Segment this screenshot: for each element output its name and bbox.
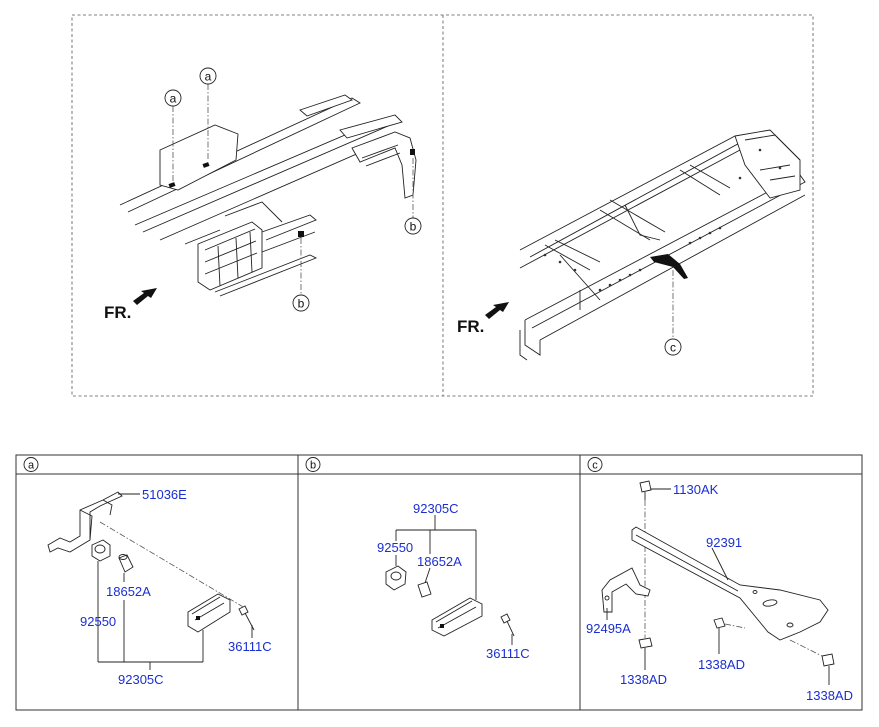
panel-a-illustration [47,491,255,670]
right-frame-illustration [519,129,806,361]
bulb-18652A [118,554,134,573]
panel-a-letter: a [28,460,35,472]
panel-c-letter: c [592,460,598,472]
callout-b-1 [404,217,422,235]
label-92305C: 92305C [118,672,164,687]
label-1338AD-2: 1338AD [698,657,745,672]
callout-c-label: c [670,341,676,355]
front-direction-left: FR. [104,288,157,322]
label-92550-b: 92550 [377,540,413,555]
callout-b-2 [292,294,310,312]
rear-bumper-cage [197,221,263,291]
panel-a-header: a [23,457,39,472]
bulb-18652A-b [417,581,432,598]
lamp-92305C [187,593,231,633]
label-92550: 92550 [80,614,116,629]
front-direction-right: FR. [457,302,509,336]
label-1338AD-1: 1338AD [620,672,667,687]
label-92495A: 92495A [586,621,631,636]
bracket-51036E [47,491,123,553]
panel-b-letter: b [310,460,316,472]
fr-label-right: FR. [457,317,484,336]
callout-c [664,338,682,356]
label-1338AD-3: 1338AD [806,688,853,703]
overview-left-callouts: a a b b [164,67,422,312]
overview-frame [71,14,814,397]
label-1130AK: 1130AK [673,482,719,497]
nut-1338AD-2 [713,617,726,629]
bolt-1338AD-3 [821,653,835,667]
panel-a-labels: 51036E 92550 18652A 36111C 92305C [80,487,272,687]
label-92305C-b: 92305C [413,501,459,516]
label-18652A-b: 18652A [417,554,462,569]
overview-right-callouts: c [664,270,682,356]
bolt-1130AK [639,480,652,493]
label-18652A: 18652A [106,584,151,599]
callout-a-2 [199,67,217,85]
detail-table [15,454,863,711]
panel-c-labels: 1130AK 92391 92495A 1338AD 1338AD 1338AD [586,482,853,703]
panel-b-labels: 92305C 92550 18652A 36111C [377,501,530,661]
front-arrow-icon [485,302,509,319]
front-arrow-icon [133,288,157,305]
callout-b-1-label: b [410,220,417,234]
panel-b-illustration [385,515,515,645]
bracket-92495A [601,567,651,613]
panel-c-header: c [587,457,603,472]
callout-a-1-label: a [170,92,177,106]
rear-fender [351,131,417,199]
fr-label-left: FR. [104,303,131,322]
panel-b-header: b [305,457,321,472]
nut-1338AD-1 [638,637,653,649]
callout-a-1 [164,89,182,107]
left-fender [159,124,239,191]
label-36111C: 36111C [228,639,272,654]
label-92391: 92391 [706,535,742,550]
socket-92550-b [385,565,407,591]
bracket-92391 [631,526,829,641]
panel-c-illustration [601,480,835,685]
screw-36111C-b [500,613,511,624]
socket-92550 [91,539,111,562]
callout-b-2-label: b [298,297,305,311]
label-51036E: 51036E [142,487,187,502]
left-chassis-illustration [119,94,417,297]
callout-a-2-label: a [205,70,212,84]
label-36111C-b: 36111C [486,646,530,661]
